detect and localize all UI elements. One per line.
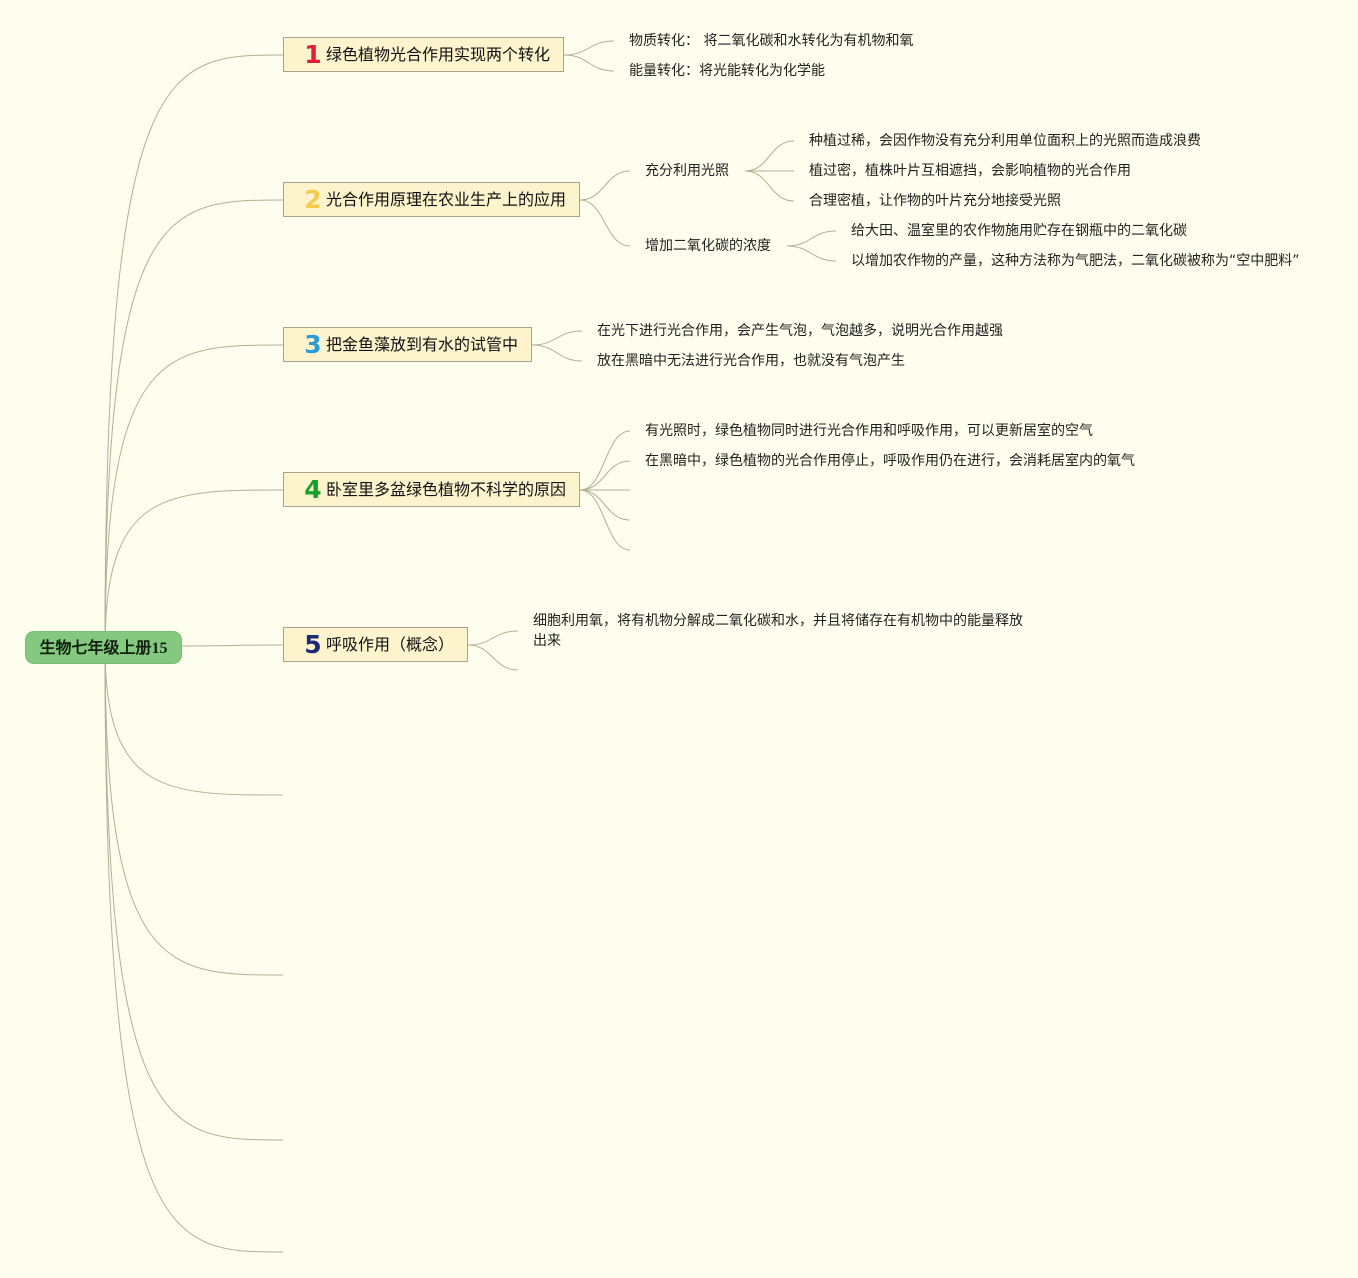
topic-3-label: 把金鱼藻放到有水的试管中 [326,335,519,354]
root-connector-2 [104,199,284,648]
topic-1-subtopic-2[interactable]: 能量转化：将光能转化为化学能 [629,63,825,79]
topic-5-connector-2 [467,644,519,671]
topic-3-connector-1 [531,330,583,346]
topic-4-subtopic-2[interactable]: 在黑暗中，绿色植物的光合作用停止，呼吸作用仍在进行，会消耗居室内的氧气 [645,453,1135,469]
topic-4-label: 卧室里多盆绿色植物不科学的原因 [326,480,567,499]
topic-1-connector-1 [563,40,615,56]
number-4-icon: 4 [304,475,322,504]
topic-4-connector-2 [579,460,631,491]
number-3-icon: 3 [304,330,322,359]
topic-2-connector-1 [579,170,631,201]
topic-2-connector-2 [579,199,631,247]
root-connector-3 [104,344,284,648]
number-5-icon: 5 [304,630,322,659]
topic-2-subtopic-2-item-2[interactable]: 以增加农作物的产量，这种方法称为气肥法，二氧化碳被称为“空中肥料” [851,253,1300,269]
number-1-icon: 1 [304,40,322,69]
topic-3-subtopic-2[interactable]: 放在黑暗中无法进行光合作用，也就没有气泡产生 [597,353,905,369]
topic-2-2-connector-1 [786,230,837,247]
topic-2-subtopic-1-item-3[interactable]: 合理密植，让作物的叶片充分地接受光照 [809,193,1061,209]
topic-5-subtopic-1[interactable]: 细胞利用氧，将有机物分解成二氧化碳和水，并且将储存在有机物中的能量释放出来 [533,613,1023,649]
topic-1-connector-2 [563,54,615,72]
topic-2-subtopic-1-item-2[interactable]: 植过密，植株叶片互相遮挡，会影响植物的光合作用 [809,163,1131,179]
topic-4-connector-5 [579,489,631,551]
topic-2-subtopic-1[interactable]: 充分利用光照 [645,163,729,179]
root-connector-5 [181,644,284,647]
topic-1-label: 绿色植物光合作用实现两个转化 [326,45,551,64]
topic-2-1-connector-1 [744,140,795,172]
topic-3-subtopic-1[interactable]: 在光下进行光合作用，会产生气泡，气泡越多，说明光合作用越强 [597,323,1003,339]
root-connector-empty-1 [104,646,284,796]
root-connector-4 [104,489,284,648]
number-2-icon: 2 [304,185,322,214]
topic-2-1-connector-3 [744,170,795,202]
topic-2-label: 光合作用原理在农业生产上的应用 [326,190,567,209]
topic-3-connector-2 [531,344,583,362]
topic-2-subtopic-1-item-1[interactable]: 种植过稀，会因作物没有充分利用单位面积上的光照而造成浪费 [809,133,1201,149]
root-connector-empty-3 [104,646,284,1141]
topic-2-subtopic-2-item-1[interactable]: 给大田、温室里的农作物施用贮存在钢瓶中的二氧化碳 [851,223,1187,239]
topic-1-subtopic-1[interactable]: 物质转化： 将二氧化碳和水转化为有机物和氧 [629,33,914,49]
topic-4-subtopic-1[interactable]: 有光照时，绿色植物同时进行光合作用和呼吸作用，可以更新居室的空气 [645,423,1093,439]
root-connector-empty-2 [104,646,284,976]
topic-2-2-connector-2 [786,245,837,262]
topic-2-subtopic-2[interactable]: 增加二氧化碳的浓度 [645,238,771,254]
central-topic[interactable]: 生物七年级上册15 [25,631,182,664]
root-connector-1 [104,54,284,648]
topic-4-connector-1 [579,430,631,491]
topic-5-connector-1 [467,630,519,646]
topic-5-label: 呼吸作用（概念） [326,635,455,654]
root-connector-empty-4 [104,646,284,1253]
topic-4-connector-4 [579,489,631,521]
